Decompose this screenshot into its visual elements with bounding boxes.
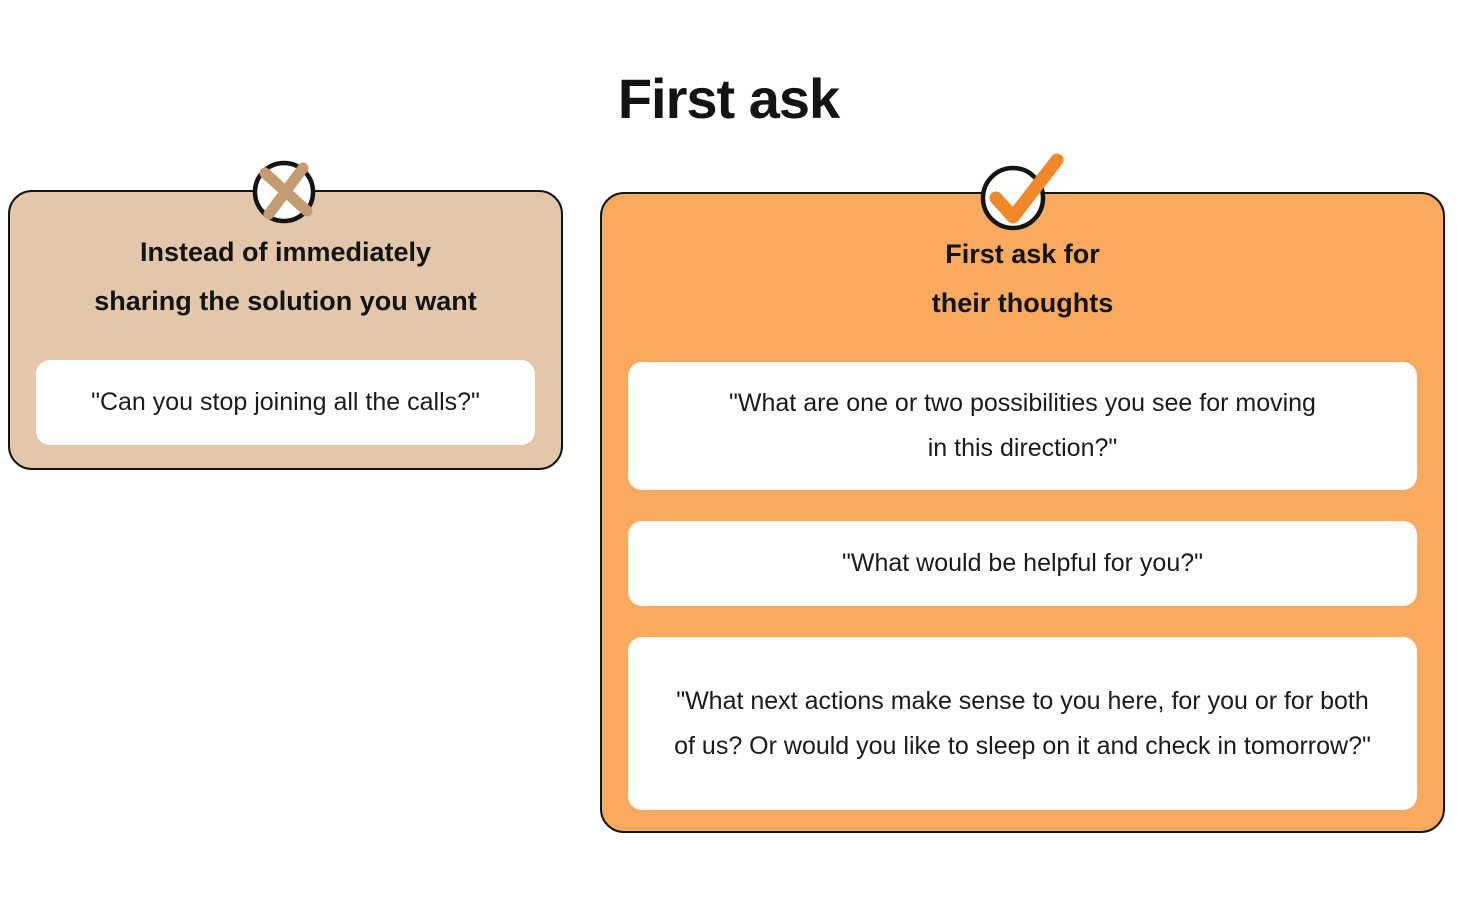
checkmark-icon (977, 148, 1069, 239)
page-title: First ask (617, 67, 840, 130)
right-panel-heading: First ask for their thoughts (628, 230, 1417, 328)
recommended-approach-panel: First ask for their thoughts "What are o… (600, 153, 1445, 833)
wrong-heading-line-2: sharing the solution you want (94, 286, 477, 316)
wrong-quote-text: "Can you stop joining all the calls?" (91, 388, 480, 416)
right-quote-text-2: "What would be helpful for you?" (841, 549, 1203, 577)
right-quote-text-1: "What are one or two possibilities you s… (729, 389, 1316, 462)
right-heading-line-2: their thoughts (931, 288, 1114, 318)
wrong-quote-card: "Can you stop joining all the calls?" (36, 360, 535, 445)
right-quote-card-3: "What next actions make sense to you her… (628, 637, 1417, 810)
wrong-approach-panel: Instead of immediately sharing the solut… (8, 160, 563, 470)
right-quote-card-1: "What are one or two possibilities you s… (628, 362, 1417, 490)
x-mark-icon (248, 154, 324, 235)
wrong-heading-line-1: Instead of immediately (139, 237, 432, 267)
right-heading-line-1: First ask for (945, 239, 1100, 269)
wrong-panel-heading: Instead of immediately sharing the solut… (36, 228, 535, 326)
right-quote-text-3: "What next actions make sense to you her… (674, 686, 1371, 760)
right-quote-card-2: "What would be helpful for you?" (628, 521, 1417, 606)
